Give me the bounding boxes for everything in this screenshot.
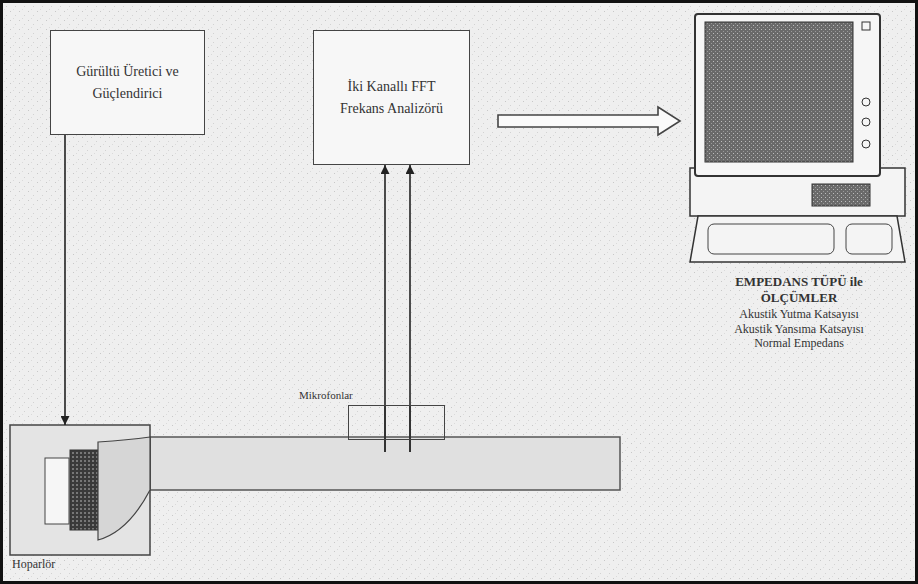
signal-line bbox=[409, 165, 411, 405]
text-group: İki Kanallı FFT Frekans Analizörü bbox=[337, 76, 447, 119]
node-label: Akustik Yutma Katsayısı bbox=[688, 307, 910, 321]
node-label: Hoparlör bbox=[12, 557, 142, 571]
text-group: Hoparlör bbox=[12, 557, 142, 571]
node-label: Akustik Yansıma Katsayısı bbox=[688, 322, 910, 336]
computer bbox=[690, 14, 905, 262]
text-group: Mikrofonlar bbox=[299, 389, 379, 402]
analyzer-box: İki Kanallı FFT Frekans Analizörü bbox=[313, 30, 470, 165]
microphone-stem bbox=[384, 405, 386, 452]
node-label: İki Kanallı FFT Frekans Analizörü bbox=[337, 76, 447, 119]
heading-label: EMPEDANS TÜPÜ ile ÖLÇÜMLER bbox=[729, 274, 869, 305]
loudspeaker-block: Hoparlör bbox=[10, 425, 150, 573]
text-group: EMPEDANS TÜPÜ ile ÖLÇÜMLER Akustik Yutma … bbox=[688, 274, 910, 350]
signal-line bbox=[384, 165, 386, 405]
hollow-arrow bbox=[498, 107, 680, 135]
microphone-holder: Mikrofonlar bbox=[348, 405, 445, 440]
node-label: Normal Empedans bbox=[688, 336, 910, 350]
text-group: Gürültü Üretici ve Güçlendirici bbox=[60, 61, 195, 104]
signal-line bbox=[64, 135, 66, 425]
node-label: Gürültü Üretici ve Güçlendirici bbox=[60, 61, 195, 104]
microphone-stem bbox=[409, 405, 411, 452]
node-label: Mikrofonlar bbox=[299, 389, 379, 402]
generator-box: Gürültü Üretici ve Güçlendirici bbox=[50, 30, 205, 135]
loudspeaker bbox=[10, 425, 150, 555]
computer-block: EMPEDANS TÜPÜ ile ÖLÇÜMLER Akustik Yutma … bbox=[688, 12, 910, 362]
